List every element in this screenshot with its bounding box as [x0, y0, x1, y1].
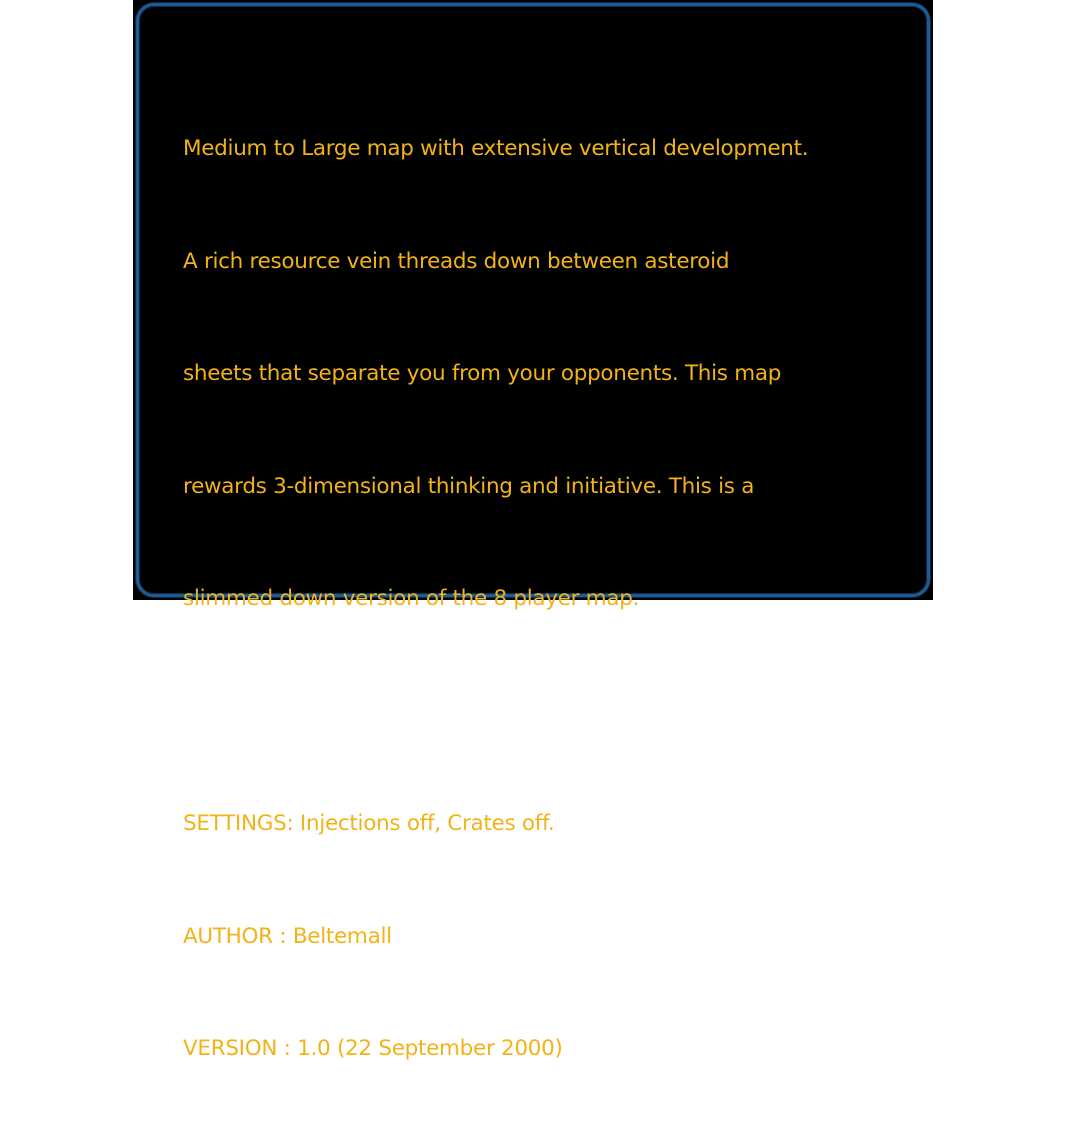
- description-line-2: A rich resource vein threads down betwee…: [183, 248, 730, 274]
- briefing-window: [133, 0, 933, 600]
- description-line-5: slimmed down version of the 8 player map…: [183, 586, 640, 611]
- description-line-3: sheets that separate you from your oppon…: [183, 361, 782, 386]
- settings-line: SETTINGS: Injections off, Crates off.: [183, 811, 555, 836]
- screen: Medium to Large map with extensive verti…: [133, 0, 933, 1061]
- author-line: AUTHOR : Beltemall: [183, 923, 392, 949]
- map-description-text: Medium to Large map with extensive verti…: [183, 55, 903, 1143]
- version-line: VERSION : 1.0 (22 September 2000): [183, 1036, 563, 1061]
- description-line-4: rewards 3-dimensional thinking and initi…: [183, 473, 755, 499]
- paragraph-spacer: [183, 693, 903, 731]
- briefing-panel-frame: [136, 3, 930, 597]
- description-line-1: Medium to Large map with extensive verti…: [183, 136, 809, 161]
